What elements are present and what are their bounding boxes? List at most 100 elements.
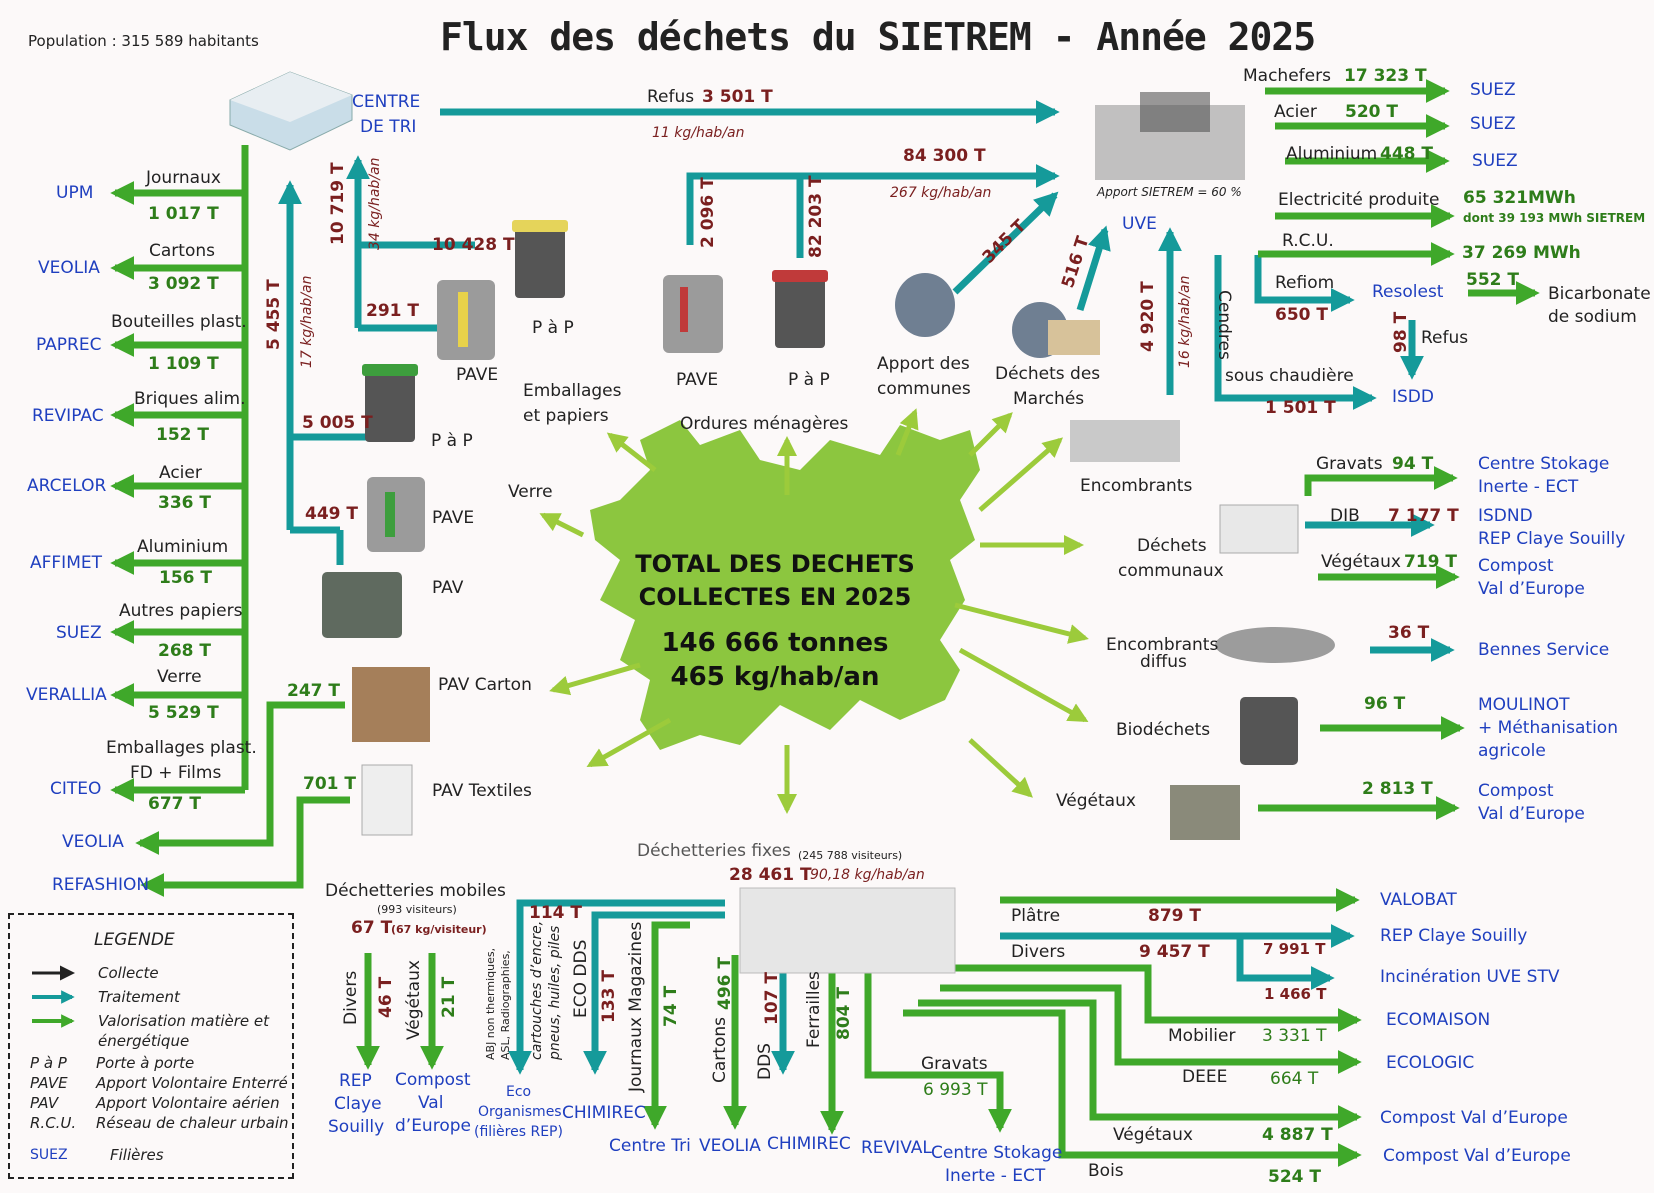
jm-value: 74 T	[661, 985, 681, 1027]
communaux-label-1: Déchets	[1137, 536, 1207, 556]
out-cartons-filiere: VEOLIA	[38, 258, 100, 278]
elec-value: 65 321MWh	[1463, 188, 1576, 208]
biowaste-bin-icon	[1240, 697, 1298, 765]
mobiles-per-visitor: (67 kg/visiteur)	[391, 923, 487, 936]
out-emballages-label: Emballages plast.	[106, 738, 257, 758]
apport-communes-label-1: Apport des	[877, 354, 970, 374]
refiom-refus-value: 98 T	[1391, 311, 1411, 353]
diffus-dest: Bennes Service	[1478, 640, 1610, 660]
green-waste-icon	[1170, 785, 1240, 840]
out-autres-papiers-tonnage: 268 T	[158, 641, 212, 661]
legend-box	[8, 913, 294, 1179]
mobiles-divers-value: 46 T	[376, 976, 396, 1018]
legend-title: LEGENDE	[94, 930, 175, 950]
bicarb-label-2: de sodium	[1548, 307, 1637, 327]
comm-veg-label: Végétaux	[1321, 552, 1401, 572]
fixes-mobilier-filiere: ECOMAISON	[1386, 1010, 1491, 1030]
out-bouteilles-tonnage: 1 109 T	[148, 354, 219, 374]
uve-out-aluminium-label: Aluminium	[1286, 144, 1378, 164]
fixes-visitors: (245 788 visiteurs)	[798, 849, 903, 862]
centre-tri-label-2: DE TRI	[360, 117, 417, 137]
encombrants-label: Encombrants	[1080, 476, 1193, 496]
verre-pap-label: P à P	[431, 431, 473, 451]
out-journaux-filiere: UPM	[56, 183, 94, 203]
eco-dest-1: Eco	[506, 1084, 532, 1100]
bicarb-label-1: Bicarbonate	[1548, 284, 1651, 304]
cendres-label-2: sous chaudière	[1225, 366, 1354, 386]
fixes-platre-filiere: VALOBAT	[1380, 890, 1457, 910]
out-briques-filiere: REVIPAC	[32, 406, 104, 426]
mobiles-veg-label: Végétaux	[404, 960, 424, 1040]
ecodds-dest: CHIMIREC	[562, 1103, 646, 1123]
om-pap-value: 82 203 T	[806, 175, 826, 258]
pave-red-icon	[663, 275, 723, 353]
fixes-gravats-dest-1: Centre Stokage	[931, 1143, 1063, 1163]
fixes-bois-tonnage: 524 T	[1268, 1167, 1322, 1187]
verre-pave-label: PAVE	[432, 508, 475, 528]
center-tonnes: 146 666 tonnes	[661, 628, 889, 658]
comm-gravats-value: 94 T	[1392, 454, 1434, 474]
communaux-label-2: communaux	[1118, 561, 1224, 581]
om-pave-label: PAVE	[676, 370, 719, 390]
out-journaux-tonnage: 1 017 T	[148, 204, 219, 224]
traitement-arrows	[278, 100, 1455, 1075]
fixes-divers-tonnage: 9 457 T	[1139, 942, 1210, 962]
refus-value: 3 501 T	[702, 87, 773, 107]
page-title: Flux des déchets du SIETREM - Année 2025	[440, 15, 1316, 59]
dds-label: DDS	[755, 1043, 775, 1080]
fixes-divers-filiere: REP Claye Souilly	[1380, 926, 1528, 946]
legend-filiere-label: Filières	[110, 1146, 164, 1164]
mobiles-veg-dest-2: Val	[418, 1093, 444, 1113]
fixes-divers-split-2: 1 466 T	[1264, 985, 1327, 1003]
tri-inflow-per-hab: 34 kg/hab/an	[367, 157, 383, 250]
mobiles-veg-dest-1: Compost	[395, 1070, 471, 1090]
uve-label: UVE	[1122, 214, 1157, 234]
rcu-label: R.C.U.	[1282, 231, 1334, 251]
refiom-dest: Resolest	[1372, 282, 1444, 302]
refus-per-hab: 11 kg/hab/an	[652, 125, 745, 141]
ecodds-label: ECO DDS	[571, 939, 591, 1018]
emb-pave-label: PAVE	[456, 365, 499, 385]
mobiles-visitors: (993 visiteurs)	[377, 903, 457, 916]
fixes-per-hab: 90,18 kg/hab/an	[810, 867, 925, 883]
vegetaux-label: Végétaux	[1056, 791, 1136, 811]
comm-dib-dest-2: REP Claye Souilly	[1478, 529, 1626, 549]
uve-out-acier-tonnage: 520 T	[1345, 102, 1399, 122]
cartons-value: 496 T	[715, 956, 735, 1010]
biodechets-dest-1: MOULINOT	[1478, 695, 1570, 715]
comm-gravats-label: Gravats	[1316, 454, 1383, 474]
legend-abbr-v-2: Apport Volontaire aérien	[96, 1094, 280, 1112]
vegetaux-dest-2: Val d’Europe	[1478, 804, 1585, 824]
marches-label-2: Marchés	[1013, 389, 1085, 409]
emb-pave-value: 291 T	[366, 301, 420, 321]
red-bin-icon	[772, 270, 828, 348]
mobiles-label: Déchetteries mobiles	[325, 881, 506, 901]
om-pap-label: P à P	[788, 370, 830, 390]
pave-green-icon	[367, 477, 425, 552]
rcu-value: 37 269 MWh	[1462, 243, 1581, 263]
center-per-hab: 465 kg/hab/an	[670, 662, 880, 692]
refiom-label: Refiom	[1275, 273, 1335, 293]
cartons-label: Cartons	[710, 1017, 730, 1083]
uve-encombrants-value: 4 920 T	[1138, 281, 1158, 352]
fixes-bois-filiere: Compost Val d’Europe	[1383, 1146, 1571, 1166]
fixes-gravats-label: Gravats	[921, 1054, 988, 1074]
legend-abbr-k-3: R.C.U.	[30, 1114, 77, 1132]
legend-valorisation-1: Valorisation matière et	[98, 1012, 270, 1030]
incinerator-plant-icon	[1095, 92, 1245, 180]
eco-value: 114 T	[529, 903, 583, 923]
mobiles-divers-label: Divers	[341, 970, 361, 1025]
pav-textiles-value: 701 T	[303, 774, 357, 794]
comm-gravats-dest-2: Inerte - ECT	[1478, 477, 1579, 497]
pav-carton-icon	[352, 667, 430, 742]
out-textiles-refashion: REFASHION	[52, 875, 150, 895]
out-bouteilles-filiere: PAPREC	[36, 335, 102, 355]
out-autres-papiers-filiere: SUEZ	[56, 623, 102, 643]
out-bouteilles-label: Bouteilles plast.	[111, 312, 247, 332]
legend-collecte: Collecte	[98, 964, 159, 982]
comm-gravats-dest-1: Centre Stokage	[1478, 454, 1610, 474]
mobiles-divers-dest-3: Souilly	[328, 1117, 385, 1137]
yellow-bin-icon	[512, 220, 568, 298]
collection-spokes	[539, 408, 1089, 814]
comm-dib-value: 7 177 T	[1388, 506, 1459, 526]
